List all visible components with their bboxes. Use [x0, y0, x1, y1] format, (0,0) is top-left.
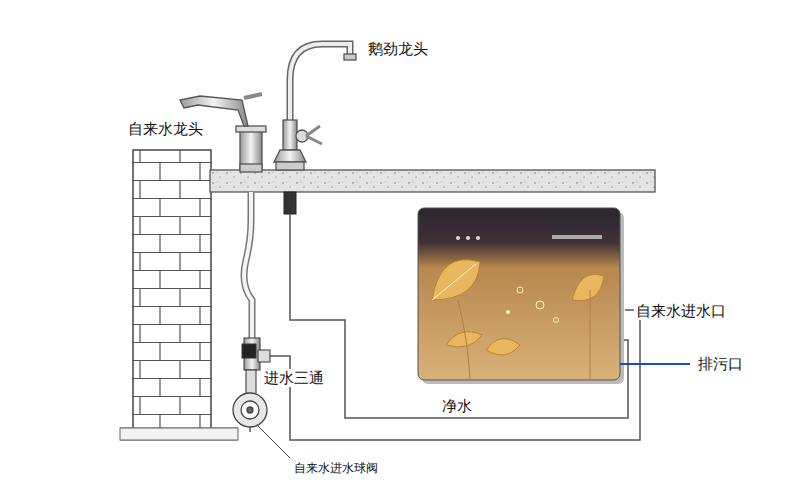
drain-line: [620, 363, 690, 365]
inlet-label: 自来水进水口: [634, 302, 728, 320]
valve-leader: [258, 426, 290, 458]
valve-label: 自来水进水球阀: [292, 461, 380, 475]
brick-wall: [133, 150, 211, 435]
line-label: 净水: [440, 397, 474, 415]
faucet-label: 自来水龙头: [126, 120, 205, 138]
water-purifier: [418, 208, 624, 384]
gooseneck-faucet: [274, 44, 356, 170]
faucet-label: 鹅劲龙头: [366, 40, 430, 58]
tee-label: 进水三通: [262, 369, 326, 387]
faucet-fitting: [284, 192, 296, 214]
counter-top: [210, 170, 655, 192]
ball-valve: [233, 393, 267, 432]
drain-label: 排污口: [696, 355, 745, 373]
